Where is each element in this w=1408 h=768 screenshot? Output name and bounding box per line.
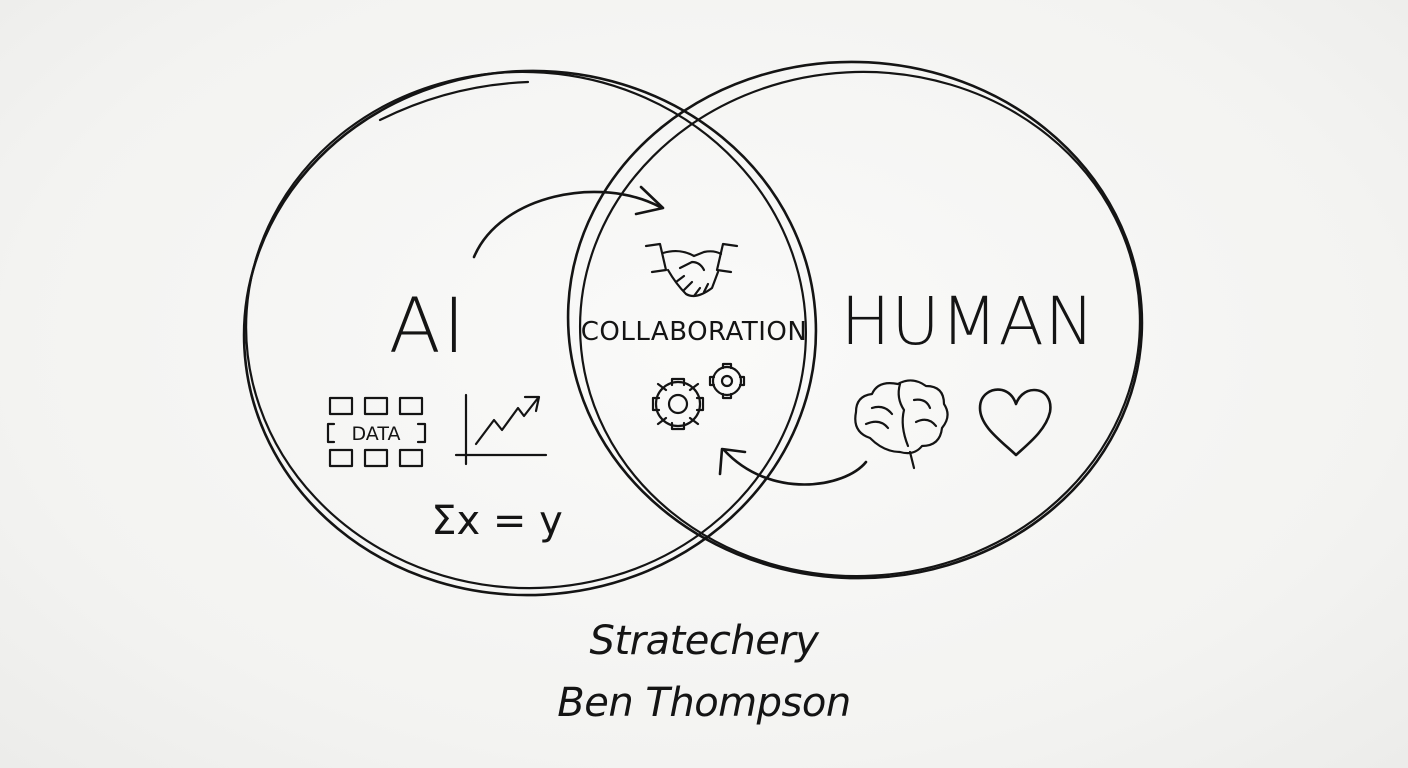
data-label: DATA [352, 423, 401, 445]
human-label: HUMAN [841, 283, 1095, 360]
publication-name: Stratechery [589, 618, 819, 664]
formula-icon: Σx = y [431, 498, 563, 544]
arrow-human-to-collaboration [718, 447, 868, 486]
ai-label: AI [389, 281, 467, 370]
collaboration-label: COLLABORATION [581, 317, 808, 347]
growth-chart-icon [454, 393, 548, 466]
gears-icon [651, 362, 746, 431]
ai-circle [242, 69, 818, 597]
brain-icon [854, 379, 949, 470]
human-circle [566, 60, 1144, 580]
author-name: Ben Thompson [557, 680, 851, 726]
handshake-icon [644, 242, 739, 298]
data-grid-icon: DATA [326, 396, 427, 468]
heart-icon [978, 388, 1052, 457]
arrow-ai-to-collaboration [472, 185, 665, 259]
